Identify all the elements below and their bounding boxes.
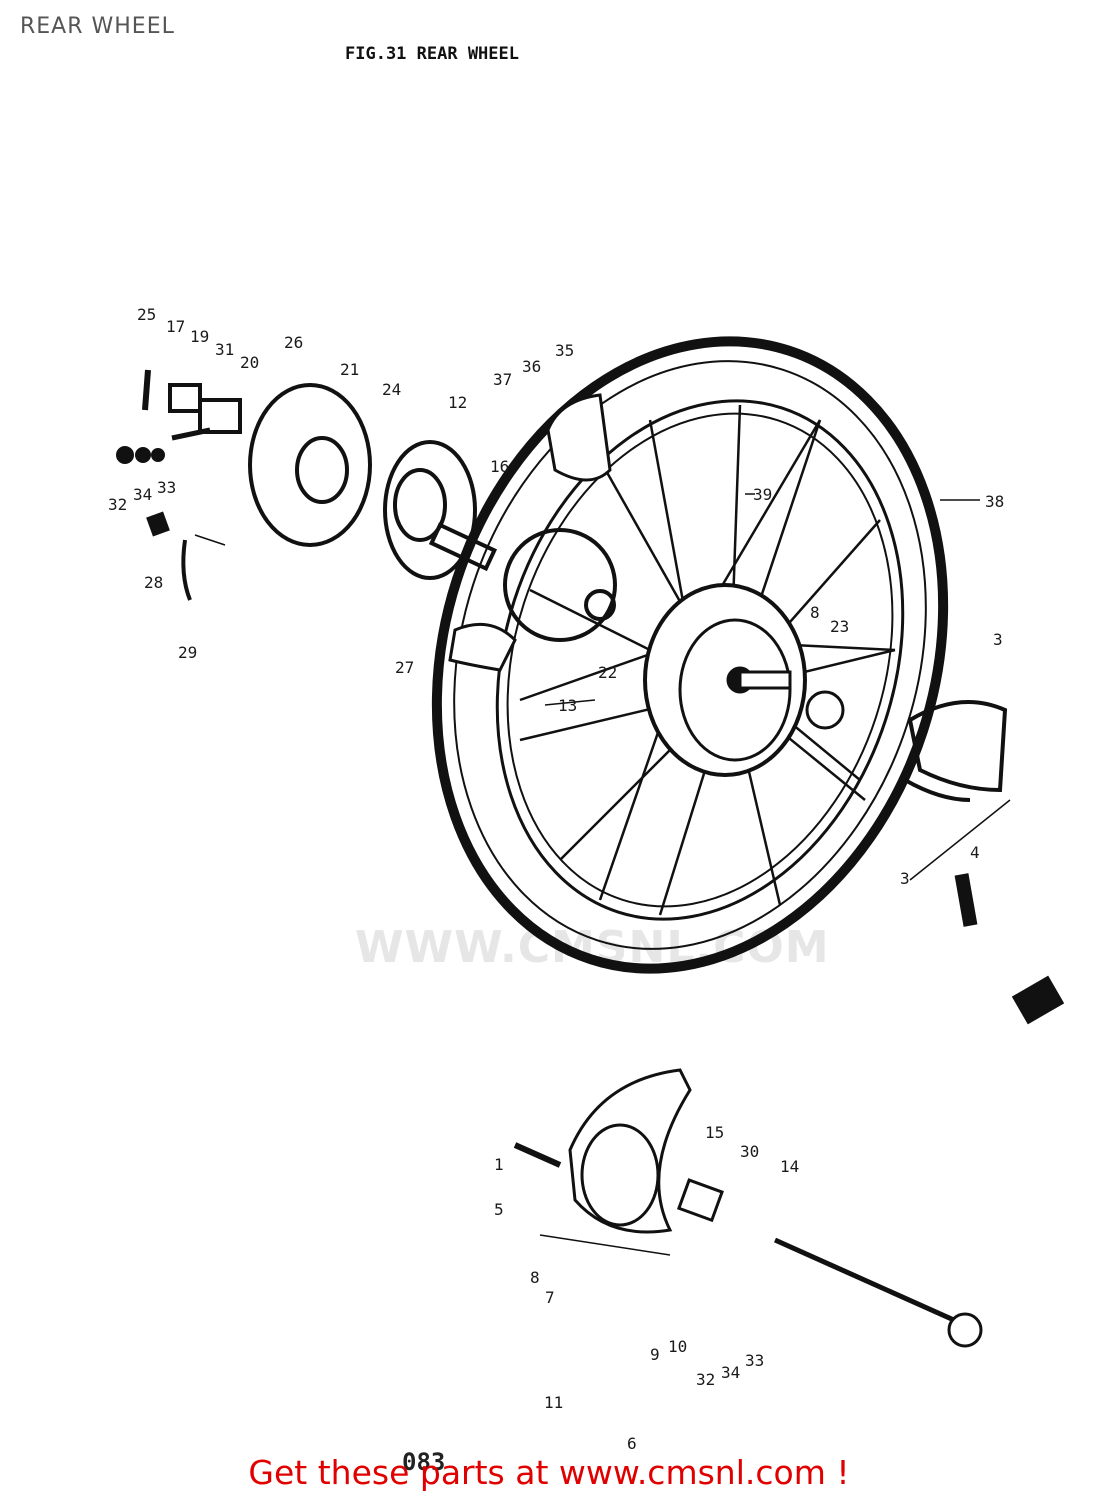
callout-8a: 8	[810, 603, 820, 622]
callout-33b: 33	[745, 1351, 764, 1370]
callout-3a: 3	[993, 630, 1003, 649]
callout-39: 39	[753, 485, 772, 504]
page-number: 083	[402, 1448, 446, 1476]
callout-10: 10	[668, 1337, 687, 1356]
rear-wheel	[431, 336, 949, 974]
callout-32b: 32	[696, 1370, 715, 1389]
callout-4: 4	[970, 843, 980, 862]
callouts: 25 17 19 31 20 26 21 24 12 16 37 36 35 3…	[108, 305, 1004, 1453]
leader-lines	[194, 493, 1011, 1256]
callout-21: 21	[340, 360, 359, 379]
tire-tread-section	[448, 393, 612, 672]
tire	[431, 336, 949, 974]
callout-25: 25	[137, 305, 156, 324]
callout-13: 13	[558, 696, 577, 715]
callout-9: 9	[650, 1345, 660, 1364]
brake-shoes	[904, 700, 1008, 802]
cmsnl-parts-link[interactable]: Get these parts at www.cmsnl.com !	[248, 1453, 850, 1492]
callout-12: 12	[448, 393, 467, 412]
callout-6: 6	[627, 1434, 637, 1453]
callout-27: 27	[395, 658, 414, 677]
callout-11: 11	[544, 1393, 563, 1412]
callout-36: 36	[522, 357, 541, 376]
callout-37: 37	[493, 370, 512, 389]
callout-33a: 33	[157, 478, 176, 497]
callout-29: 29	[178, 643, 197, 662]
callout-5: 5	[494, 1200, 504, 1219]
page-title: REAR WHEEL	[20, 14, 175, 39]
damper	[503, 528, 617, 642]
callout-22: 22	[598, 663, 617, 682]
callout-32a: 32	[108, 495, 127, 514]
callout-23: 23	[830, 617, 849, 636]
callout-31a: 31	[215, 340, 234, 359]
callout-14: 14	[780, 1157, 799, 1176]
callout-16: 16	[490, 457, 509, 476]
sprocket-drum	[383, 440, 498, 580]
callout-38: 38	[985, 492, 1004, 511]
brake-panel	[513, 1068, 983, 1348]
figure-title: FIG.31 REAR WHEEL	[345, 44, 519, 64]
callout-20: 20	[240, 353, 259, 372]
hardware	[116, 369, 1065, 1025]
callout-8b: 8	[530, 1268, 540, 1287]
callout-17: 17	[166, 317, 185, 336]
callout-24: 24	[382, 380, 401, 399]
callout-7: 7	[545, 1288, 555, 1307]
callout-28: 28	[144, 573, 163, 592]
callout-26: 26	[284, 333, 303, 352]
callout-34a: 34	[133, 485, 152, 504]
sprocket	[248, 383, 372, 547]
callout-15: 15	[705, 1123, 724, 1142]
rim	[495, 399, 905, 921]
callout-1: 1	[494, 1155, 504, 1174]
callout-34b: 34	[721, 1363, 740, 1382]
callout-3b: 3	[900, 869, 910, 888]
callout-35: 35	[555, 341, 574, 360]
callout-30: 30	[740, 1142, 759, 1161]
callout-19: 19	[190, 327, 209, 346]
